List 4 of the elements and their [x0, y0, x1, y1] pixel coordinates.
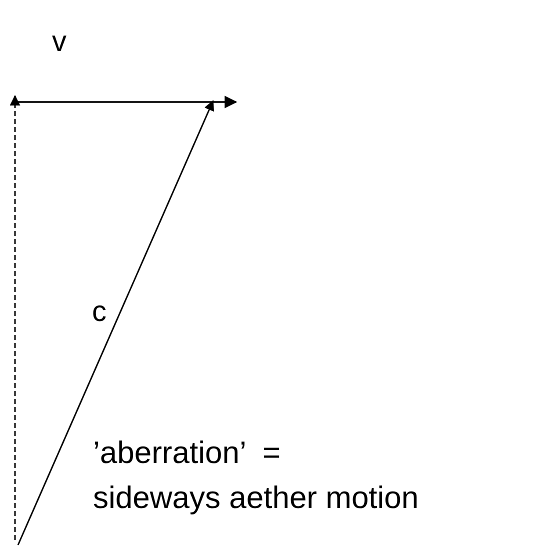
note-text: sideways aether motion — [93, 482, 419, 513]
vector-label: c — [92, 298, 106, 327]
note-text: ’aberration’ = — [93, 437, 281, 468]
vector-label: v — [52, 28, 66, 57]
